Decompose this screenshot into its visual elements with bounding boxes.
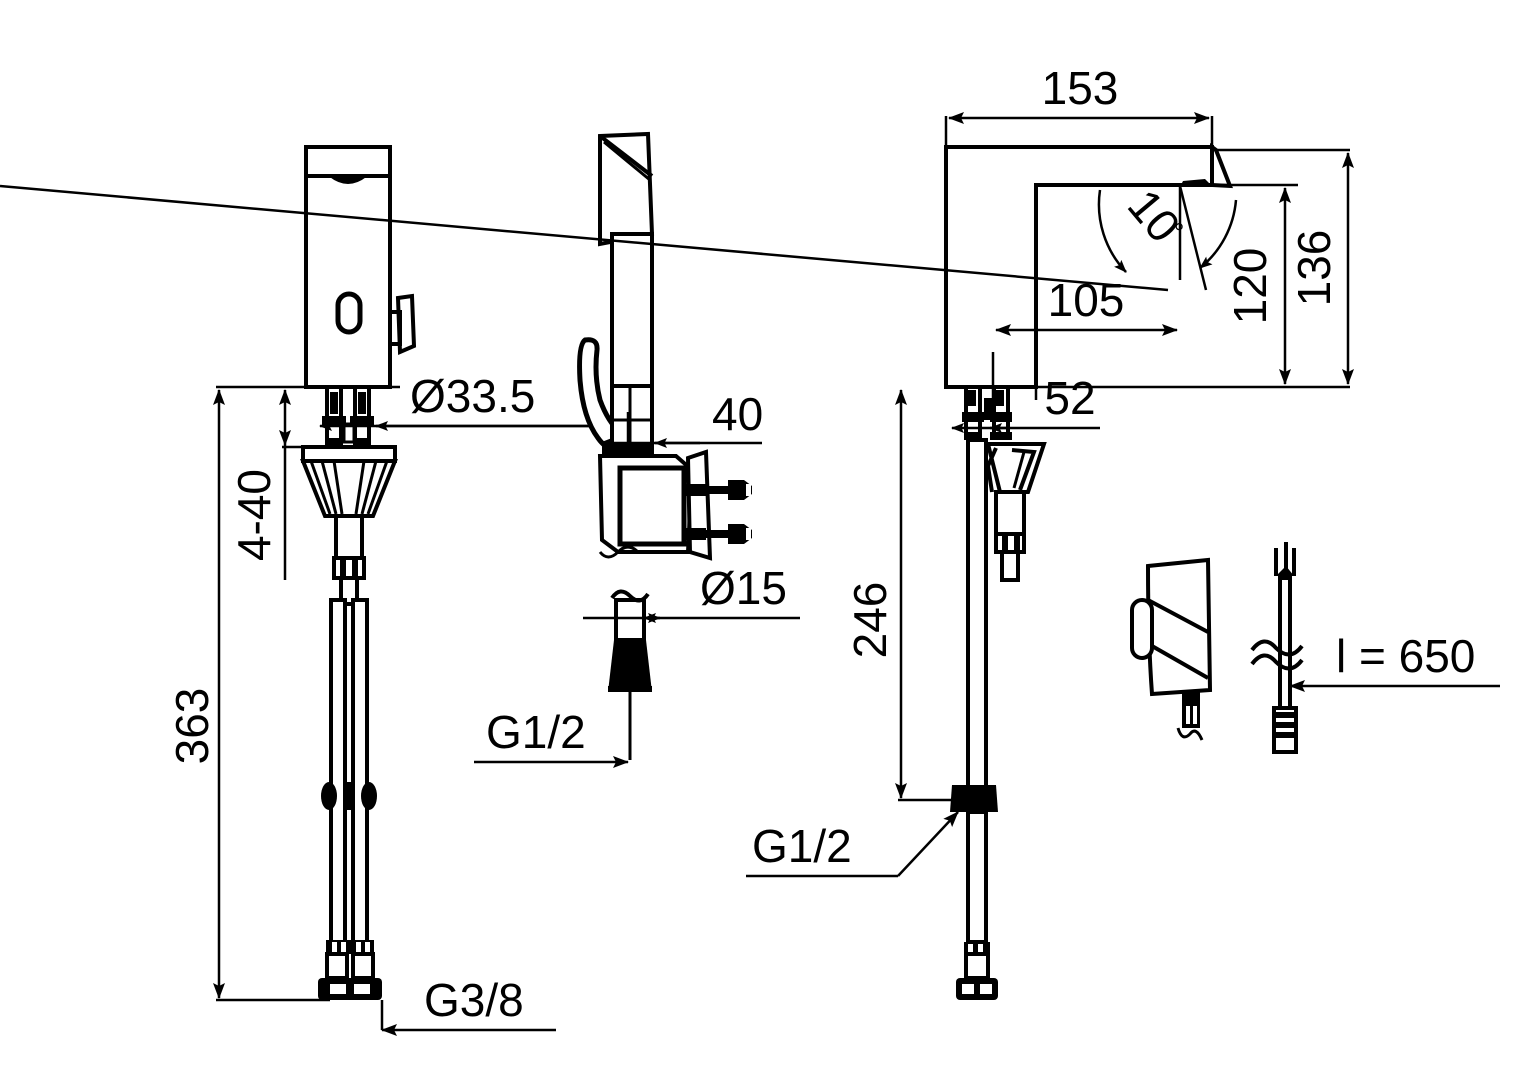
callout-g12-right: G1/2 <box>746 811 959 878</box>
side-view: 40 Ø15 G1/2 <box>474 131 800 768</box>
dimension-246: 246 <box>844 389 952 802</box>
side-view-spout <box>598 131 655 388</box>
front-view-cone <box>300 445 398 606</box>
dimension-diameter-15-label: Ø15 <box>700 562 787 614</box>
dimension-40: 40 <box>599 388 763 448</box>
right-view-hose <box>950 438 998 1000</box>
dimension-cable-length-label: l = 650 <box>1336 630 1475 682</box>
dimension-4-40: 4-40 <box>228 389 291 580</box>
front-view-body <box>304 145 417 389</box>
side-view-hose-stub <box>608 589 652 760</box>
accessory-cable: l = 650 <box>1250 542 1500 754</box>
dimension-363: 363 <box>166 389 225 999</box>
dimension-diameter-15: Ø15 <box>583 562 800 623</box>
dimension-136-label: 136 <box>1288 230 1340 307</box>
dimension-120: 120 <box>1224 187 1291 385</box>
dimension-120-label: 120 <box>1224 248 1276 325</box>
dimension-246-label: 246 <box>844 582 896 659</box>
dimension-cable-length: l = 650 <box>1289 630 1500 692</box>
front-view-hoses <box>318 598 382 1000</box>
dimension-diameter-33-5: Ø33.5 <box>319 370 600 431</box>
dimension-363-label: 363 <box>166 688 218 765</box>
front-view: 363 4-40 Ø33.5 G3/8 <box>166 145 600 1036</box>
side-view-valve-block <box>597 449 759 561</box>
dimension-4-40-label: 4-40 <box>228 469 280 561</box>
dimension-diameter-33-5-label: Ø33.5 <box>410 370 535 422</box>
dimension-40-label: 40 <box>712 388 763 440</box>
right-view: 153 136 120 105 52 10 <box>0 62 1354 1000</box>
callout-g12-side: G1/2 <box>474 706 629 768</box>
callout-g12-side-label: G1/2 <box>486 706 586 758</box>
dimension-153-label: 153 <box>1042 62 1119 114</box>
dimension-52-label: 52 <box>1044 372 1095 424</box>
callout-g12-right-label: G1/2 <box>752 820 852 872</box>
dimension-52: 52 <box>951 372 1100 433</box>
callout-g38: G3/8 <box>380 974 556 1036</box>
callout-g38-label: G3/8 <box>424 974 524 1026</box>
accessory-power-supply <box>1130 557 1213 741</box>
dimension-153: 153 <box>948 62 1210 124</box>
dimension-136: 136 <box>1288 152 1354 385</box>
